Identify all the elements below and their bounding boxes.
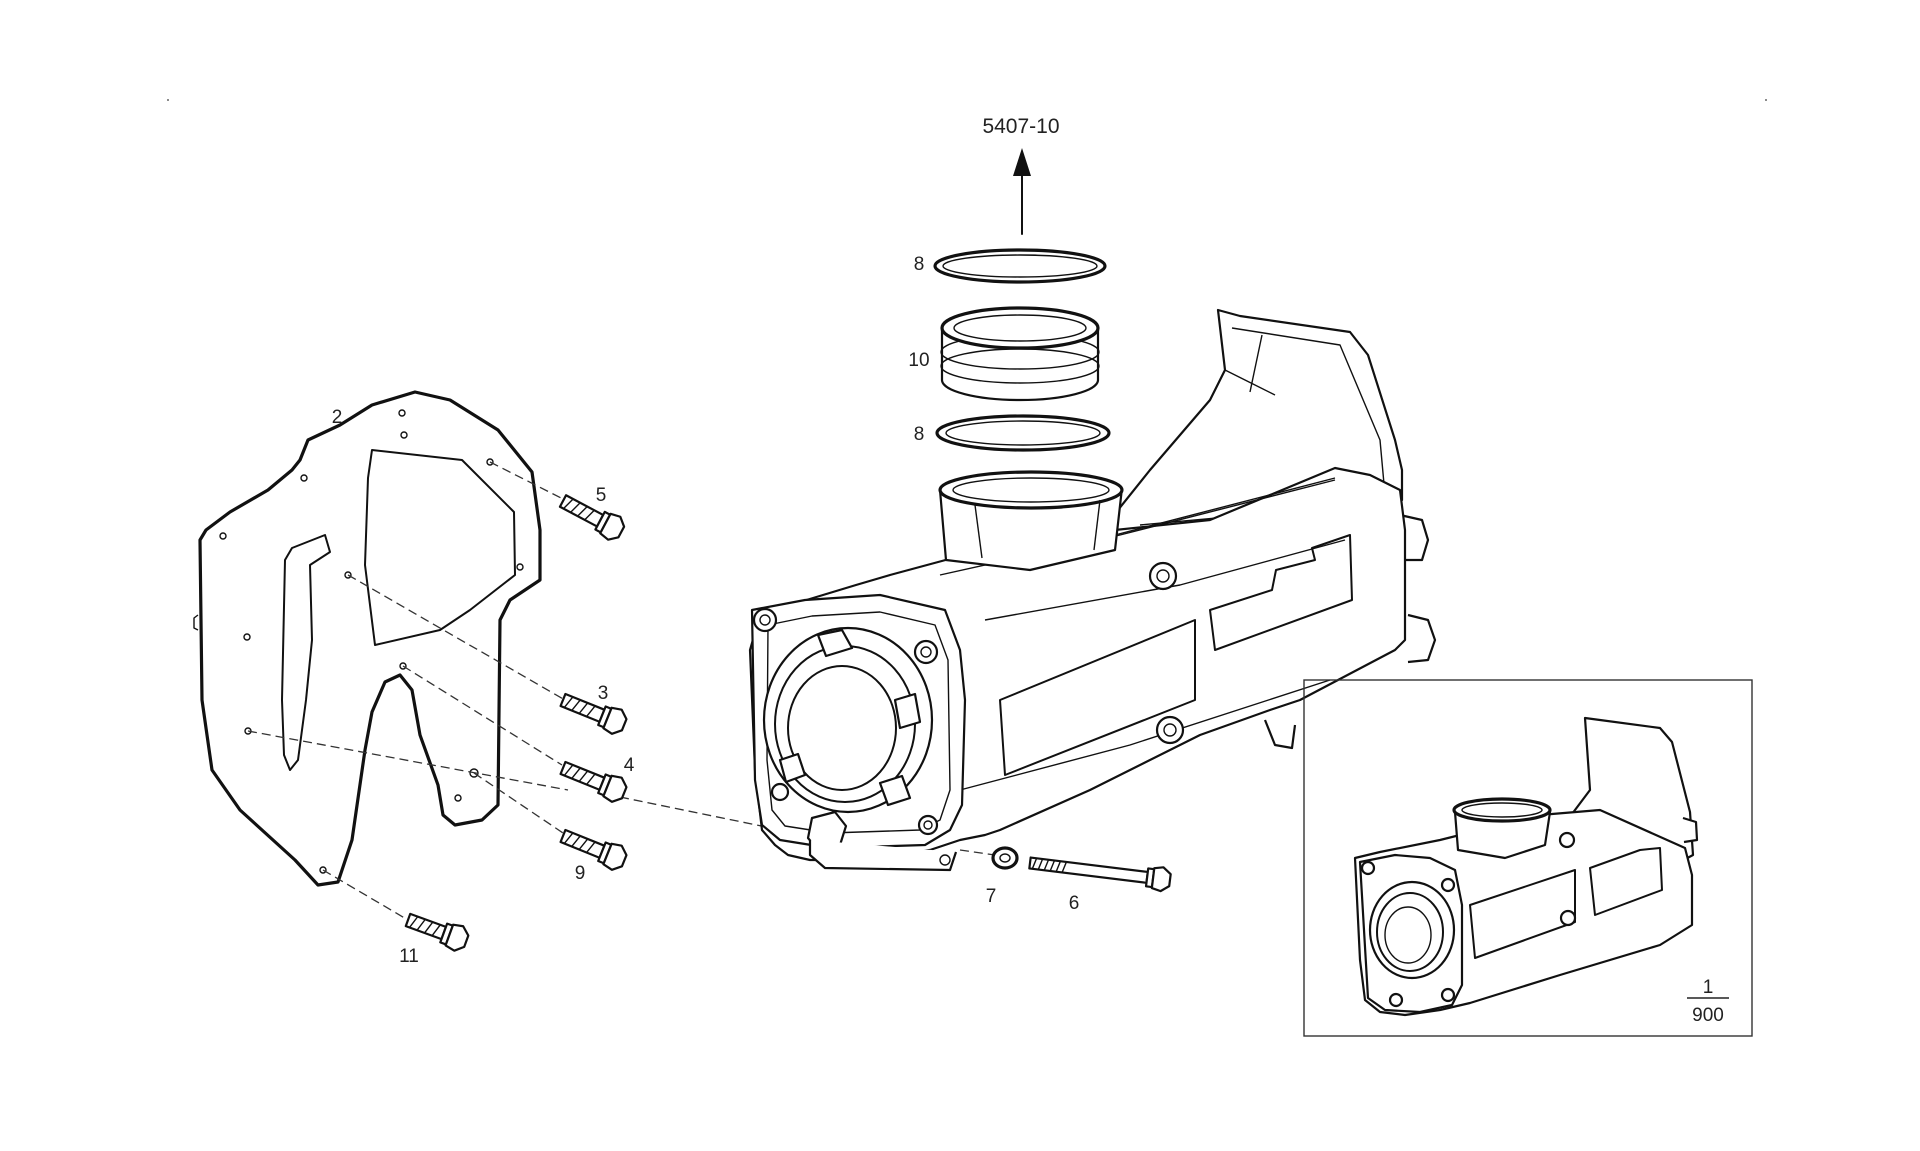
callout-long-bolt: 6	[1069, 893, 1080, 914]
gearbox-housing	[748, 308, 1437, 872]
sleeve	[940, 306, 1100, 402]
callout-bolt-3: 3	[598, 683, 609, 704]
inset-frame	[1303, 679, 1753, 1037]
inset-assembly	[1353, 716, 1699, 1017]
bolt-4	[559, 760, 628, 803]
callout-sleeve: 10	[908, 350, 929, 371]
inset-fraction: 1 900	[1687, 977, 1729, 1026]
gasket-plate	[193, 390, 542, 887]
bolt-11	[404, 912, 470, 952]
callout-bolt-5: 5	[596, 485, 607, 506]
seal-ring-top	[933, 248, 1107, 284]
callout-bolt-4: 4	[624, 755, 635, 776]
washer	[991, 846, 1019, 870]
callout-seal-ring-bottom: 8	[914, 424, 925, 445]
callout-gasket-plate: 2	[332, 407, 343, 428]
callout-washer: 7	[986, 886, 997, 907]
long-bolt	[1028, 856, 1172, 893]
seal-ring-bottom	[935, 414, 1111, 452]
inset-fraction-denominator: 900	[1692, 1005, 1724, 1026]
callout-seal-ring-top: 8	[914, 254, 925, 275]
callout-bolt-11: 11	[399, 946, 419, 967]
bolt-3	[559, 692, 628, 735]
inset-fraction-numerator: 1	[1703, 977, 1714, 998]
reference-arrow	[1013, 148, 1031, 235]
bolt-5	[558, 494, 626, 541]
bolt-9	[559, 828, 628, 871]
reference-label: 5407-10	[982, 115, 1059, 138]
callout-bolt-9: 9	[575, 863, 586, 884]
